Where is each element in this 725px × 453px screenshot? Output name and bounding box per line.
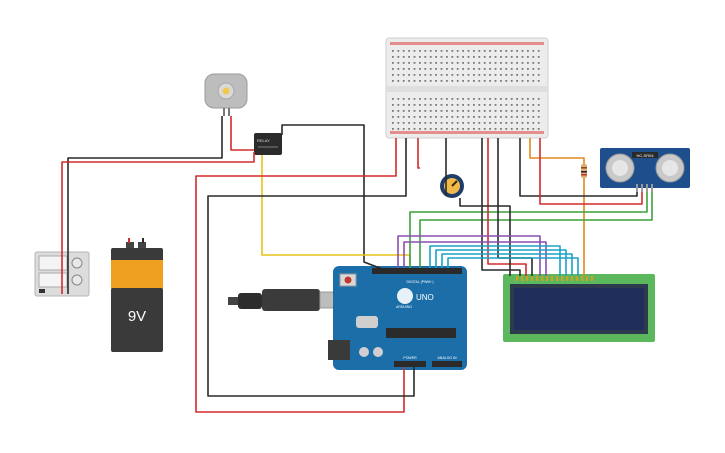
wire-green-sensor-arduino <box>409 192 648 268</box>
wire-orange-breadboard-resistor <box>529 138 585 164</box>
power-header[interactable] <box>394 361 426 367</box>
wire-yellow-relay-arduino <box>261 155 411 268</box>
wire-black-breadboard-sensor <box>519 138 638 197</box>
wire-red-breadboard-sensor-vcc <box>539 138 643 205</box>
dc-motor[interactable] <box>204 73 248 116</box>
wire-black-motor-switch <box>67 116 223 294</box>
arduino-logo-text: UNO <box>416 293 434 302</box>
breadboard[interactable] <box>385 37 549 139</box>
wire-black-breadboard-lcd-2 <box>497 138 533 276</box>
wire-purple-arduino-lcd-1 <box>397 235 541 276</box>
wire-purple-arduino-lcd-2 <box>403 241 547 276</box>
wire-cyan-arduino-lcd-4 <box>447 257 579 276</box>
dc-jack[interactable] <box>328 340 350 360</box>
wire-red-switch-relay <box>61 152 255 294</box>
wire-cyan-arduino-lcd-3 <box>441 253 573 276</box>
analog-header[interactable] <box>432 361 462 367</box>
lcd-pin-header <box>516 276 594 281</box>
arduino-brand-text: ARDUINO <box>396 305 412 309</box>
wire-red-motor-relay <box>230 116 254 151</box>
arduino-uno-board[interactable]: DIGITAL (PWM~) UNO ARDUINO POWER ANALOG … <box>328 266 467 370</box>
battery-voltage-label: 9V <box>128 308 146 325</box>
ultrasonic-sensor[interactable]: HC-SR04 <box>600 148 690 192</box>
wire-cyan-arduino-lcd-2 <box>435 249 567 276</box>
wire-black-breadboard-arduino <box>207 138 415 397</box>
resistor[interactable] <box>581 164 587 178</box>
wire-black-breadboard-lcd-1 <box>481 138 521 276</box>
relay[interactable]: RELAY <box>254 133 282 155</box>
wire-red-breadboard-sensor <box>417 138 420 169</box>
wire-red-breadboard-lcd <box>487 138 527 276</box>
breadboard-holes <box>392 50 540 130</box>
wire-black-pot-lcd <box>459 198 511 276</box>
digital-header[interactable] <box>372 268 462 274</box>
potentiometer[interactable] <box>440 174 464 198</box>
wires <box>61 116 653 413</box>
lcd-display[interactable] <box>503 274 655 342</box>
usb-cable[interactable] <box>228 289 341 311</box>
wire-black-relay-breadboard <box>281 124 386 271</box>
atmega-chip <box>386 328 456 338</box>
wire-green-sensor-arduino-2 <box>419 192 653 268</box>
wire-cyan-arduino-lcd-1 <box>429 245 561 276</box>
digital-header-label: DIGITAL (PWM~) <box>406 280 433 284</box>
power-header-label: POWER <box>403 356 417 360</box>
relay-label: RELAY <box>257 138 270 143</box>
battery-9v[interactable]: 9V <box>111 238 163 352</box>
wire-red-breadboard-arduino <box>195 138 405 413</box>
ultrasonic-model-label: HC-SR04 <box>636 153 654 158</box>
analog-header-label: ANALOG IN <box>437 356 457 360</box>
